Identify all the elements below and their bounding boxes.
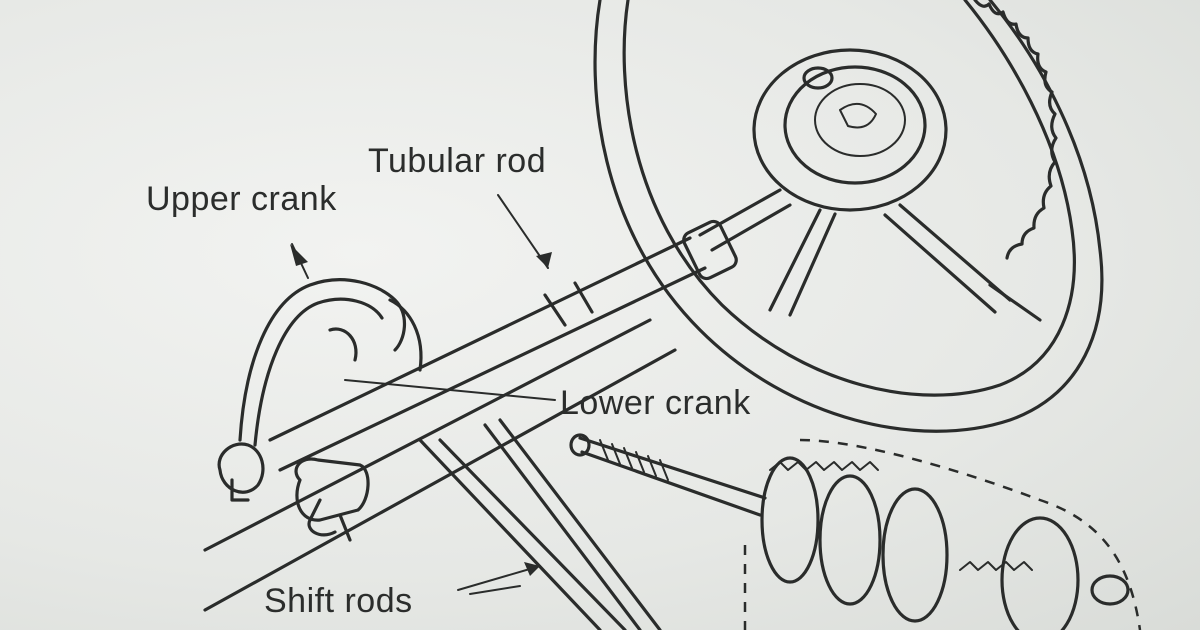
- lower-crank: [294, 457, 370, 542]
- steering-wheel: [593, 0, 1104, 433]
- upper-crank: [217, 278, 423, 502]
- transmission: [569, 433, 1142, 630]
- label-shift-rods: Shift rods: [264, 582, 413, 620]
- label-upper-crank: Upper crank: [146, 180, 337, 218]
- label-lower-crank: Lower crank: [560, 384, 751, 422]
- tubular-rod: [203, 219, 738, 612]
- leaders: [290, 194, 556, 595]
- shift-rods: [418, 418, 662, 630]
- label-tubular-rod: Tubular rod: [368, 142, 547, 180]
